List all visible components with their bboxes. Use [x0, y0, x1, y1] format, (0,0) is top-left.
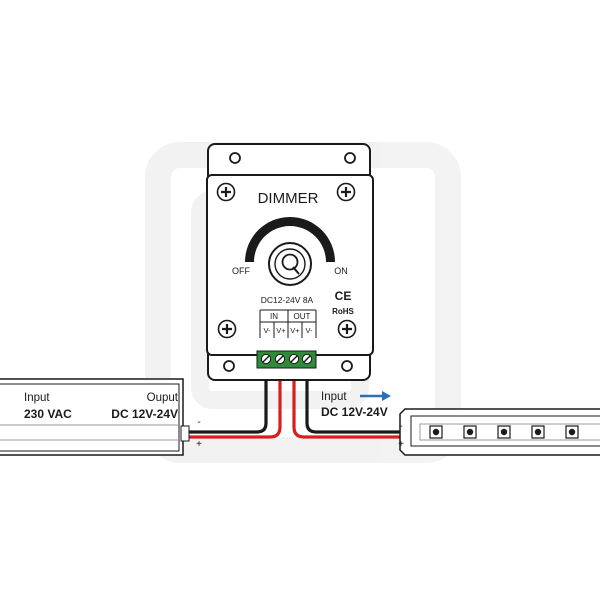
rohs-mark: RoHS — [332, 307, 354, 316]
on-label: ON — [334, 266, 348, 276]
terminal-pin-label: V+ — [290, 326, 300, 335]
terminal-pin-label: V+ — [276, 326, 286, 335]
led-chip-icon — [531, 425, 545, 439]
terminal-group-out: OUT — [294, 312, 311, 321]
power-supply — [0, 378, 190, 456]
dial-arc-icon — [245, 217, 335, 262]
screw-icon — [337, 319, 357, 339]
strip-input-value: DC 12V-24V — [321, 405, 388, 419]
strip-minus-sign: - — [399, 421, 402, 432]
mounting-hole-bottom-right — [341, 360, 353, 372]
terminal-block — [256, 350, 317, 369]
mounting-hole-top-right — [344, 152, 356, 164]
mounting-hole-bottom-left — [223, 360, 235, 372]
strip-plus-sign: + — [398, 439, 404, 450]
terminal-screws — [260, 353, 313, 365]
ce-mark: CE — [335, 289, 352, 303]
dimmer-unit: DIMMER OFF ON DC12-24V 8A CE RoHS IN OUT… — [206, 143, 374, 381]
psu-output-value: DC 12V-24V — [111, 407, 178, 421]
screw-icon — [336, 182, 356, 202]
led-chips — [429, 425, 579, 439]
wire-strip-positive — [292, 366, 407, 439]
screw-icon — [216, 182, 236, 202]
psu-input-value: 230 VAC — [24, 407, 72, 421]
psu-input-label: Input — [24, 392, 50, 404]
wire-psu-negative — [186, 366, 268, 434]
terminal-screw-icon — [301, 353, 313, 365]
led-chip-icon — [463, 425, 477, 439]
wire-strip-negative — [305, 366, 407, 434]
led-chip-icon — [429, 425, 443, 439]
terminal-label-table — [259, 309, 317, 338]
terminal-screw-icon — [288, 353, 300, 365]
direction-arrow-icon — [360, 391, 391, 401]
terminal-screw-icon — [274, 353, 286, 365]
screw-icon — [217, 319, 237, 339]
led-chip-icon — [497, 425, 511, 439]
terminal-screw-icon — [260, 353, 272, 365]
rating-label: DC12-24V 8A — [261, 295, 314, 305]
terminal-group-in: IN — [270, 312, 278, 321]
led-strip — [399, 408, 600, 456]
psu-plus-sign: + — [196, 439, 202, 450]
terminal-pin-label: V- — [263, 326, 271, 335]
strip-input-label: Input — [321, 391, 347, 403]
wire-psu-positive — [186, 366, 282, 439]
dimmer-knob[interactable] — [268, 242, 312, 286]
wires — [186, 366, 407, 439]
off-label: OFF — [232, 266, 250, 276]
psu-minus-sign: - — [197, 417, 200, 428]
terminal-pin-label: V- — [305, 326, 313, 335]
led-chip-icon — [565, 425, 579, 439]
mounting-hole-top-left — [229, 152, 241, 164]
dimmer-title: DIMMER — [258, 190, 319, 207]
psu-output-label: Ouput — [147, 392, 179, 404]
